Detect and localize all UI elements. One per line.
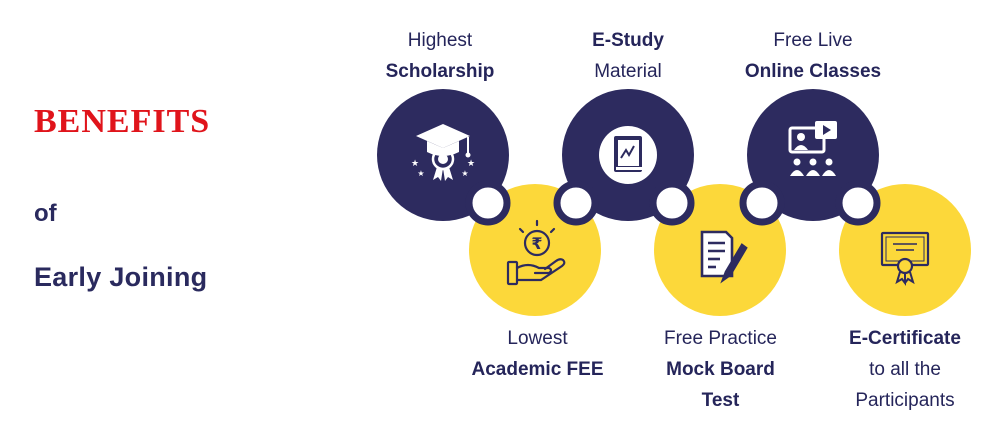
- link-rings: [465, 180, 881, 226]
- svg-text:★: ★: [461, 169, 468, 178]
- certificate-icon: [880, 231, 930, 286]
- label-lowest-fee: Lowest Academic FEE: [471, 328, 604, 380]
- document-pen-icon: [700, 230, 748, 284]
- svg-text:★: ★: [411, 158, 419, 168]
- rupee-hand-icon: ₹: [506, 219, 566, 286]
- label-online-classes: Free Live Online Classes: [744, 30, 882, 82]
- benefits-title: Benefits: [34, 103, 211, 140]
- svg-text:₹: ₹: [531, 236, 542, 253]
- label-mock-test: Free Practice Mock Board Test: [664, 328, 777, 411]
- book-icon: [599, 126, 657, 184]
- graduation-cap-medal-icon: ★ ★ ★ ★: [411, 124, 475, 181]
- online-class-screen-icon: [788, 121, 837, 176]
- heading: Benefits: [34, 105, 210, 139]
- label-e-study: E-Study Material: [592, 30, 664, 82]
- heading-connector: of: [34, 200, 57, 227]
- label-scholarship: Highest Scholarship: [385, 30, 495, 82]
- heading-subtitle: Early Joining: [34, 262, 208, 292]
- svg-text:★: ★: [467, 158, 475, 168]
- label-certificate: E-Certificate to all the Participants: [849, 328, 961, 411]
- svg-text:★: ★: [417, 169, 424, 178]
